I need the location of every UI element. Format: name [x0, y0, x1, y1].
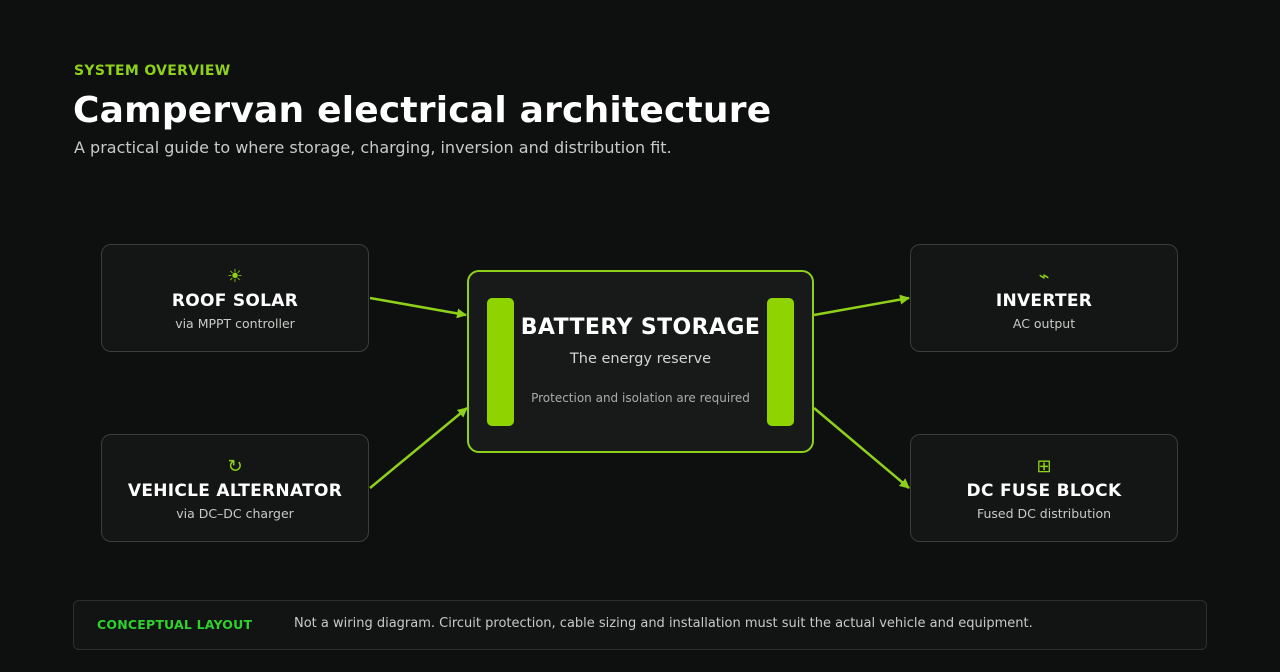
- node-battery-storage: BATTERY STORAGE The energy reserve Prote…: [467, 270, 814, 453]
- battery-title: BATTERY STORAGE: [520, 315, 761, 340]
- node-name: DC FUSE BLOCK: [966, 481, 1122, 501]
- node-dc-fuse-block: ⊞ DC FUSE BLOCK Fused DC distribution: [910, 434, 1178, 542]
- fuse-block-icon: ⊞: [1036, 456, 1052, 477]
- node-name: ROOF SOLAR: [171, 291, 299, 311]
- lightning-icon: ⌁: [1038, 266, 1050, 287]
- edge-battery-to-fuse-block: [813, 407, 910, 489]
- footer-note: Not a wiring diagram. Circuit protection…: [294, 616, 1033, 631]
- node-description: via DC–DC charger: [176, 506, 294, 521]
- node-description: Fused DC distribution: [976, 506, 1112, 521]
- footer-tag: CONCEPTUAL LAYOUT: [97, 617, 253, 632]
- battery-terminal-left: [487, 298, 514, 426]
- node-vehicle-alternator: ↻ VEHICLE ALTERNATOR via DC–DC charger: [101, 434, 369, 542]
- sun-icon: ☀: [226, 266, 244, 287]
- edge-solar-to-battery: [369, 296, 467, 319]
- battery-note: Protection and isolation are required: [531, 391, 750, 405]
- edge-battery-to-inverter: [813, 294, 910, 317]
- footer-note-panel: CONCEPTUAL LAYOUT Not a wiring diagram. …: [73, 600, 1207, 650]
- node-description: AC output: [1012, 316, 1076, 331]
- page-subtitle: A practical guide to where storage, char…: [74, 138, 672, 157]
- refresh-icon: ↻: [227, 456, 243, 477]
- node-name: VEHICLE ALTERNATOR: [127, 481, 343, 501]
- edge-alternator-to-battery: [369, 407, 468, 489]
- battery-subtitle: The energy reserve: [569, 351, 712, 367]
- battery-terminal-right: [767, 298, 794, 426]
- node-inverter: ⌁ INVERTER AC output: [910, 244, 1178, 352]
- node-description: via MPPT controller: [175, 316, 295, 331]
- eyebrow-label: SYSTEM OVERVIEW: [74, 63, 231, 79]
- page-title: Campervan electrical architecture: [73, 90, 772, 131]
- node-roof-solar: ☀ ROOF SOLAR via MPPT controller: [101, 244, 369, 352]
- node-name: INVERTER: [995, 291, 1093, 311]
